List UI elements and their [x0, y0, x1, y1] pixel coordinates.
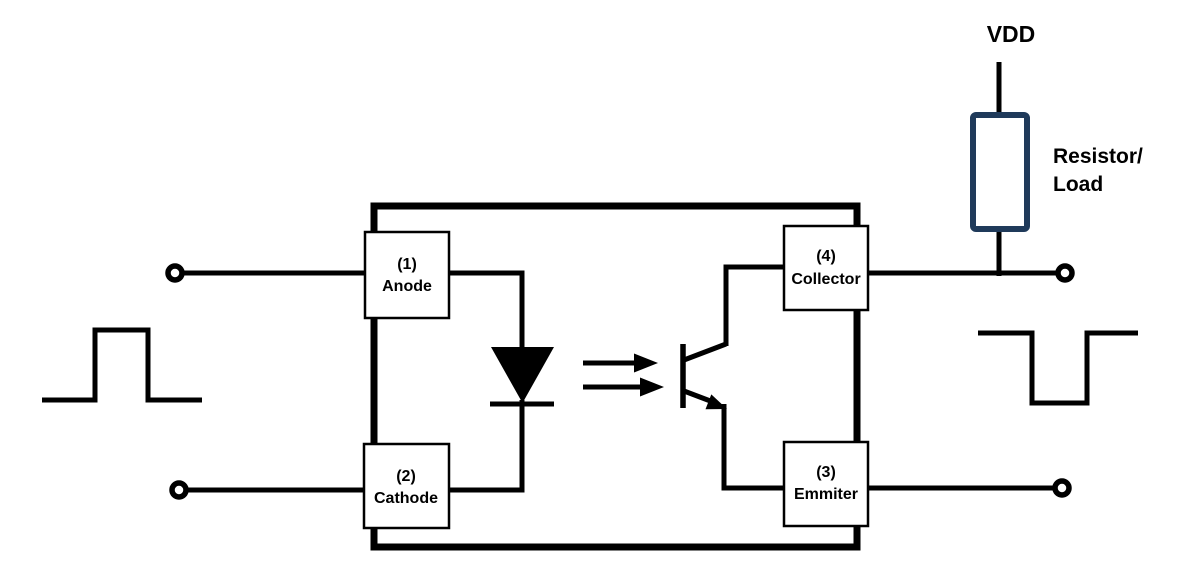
pin-box-anode — [363, 230, 451, 320]
resistor-label-line1: Resistor/ — [1053, 145, 1143, 168]
resistor-load-symbol — [970, 112, 1030, 232]
pin-collector-number: (4) — [816, 248, 836, 265]
phototransistor-emitter-diagonal — [683, 388, 714, 405]
led-to-cathode-wire — [449, 400, 525, 493]
pin-cathode-name: Cathode — [374, 490, 438, 507]
pin-collector-name: Collector — [791, 271, 860, 288]
led-diode-triangle — [491, 347, 554, 403]
light-arrow-top-head-icon — [634, 353, 658, 373]
pin-cathode-number: (2) — [396, 468, 416, 485]
phototransistor-emitter-lead — [721, 404, 788, 491]
cathode-input-terminal — [169, 480, 189, 500]
vdd-label: VDD — [987, 21, 1036, 47]
light-emission-arrows — [583, 353, 664, 397]
phototransistor-symbol — [680, 264, 788, 491]
collector-output-terminal — [1055, 263, 1075, 283]
resistor-label-line2: Load — [1053, 173, 1103, 196]
pin-emitter-number: (3) — [816, 464, 836, 481]
pin-box-cathode — [362, 442, 451, 530]
pin-box-emitter — [782, 440, 870, 528]
pin-box-collector — [782, 224, 870, 312]
pin-anode-name: Anode — [382, 278, 432, 295]
phototransistor-collector-diagonal — [683, 341, 727, 363]
emitter-output-terminal — [1052, 478, 1072, 498]
pin-emitter-name: Emmiter — [794, 486, 858, 503]
anode-input-terminal — [165, 263, 185, 283]
light-arrow-bottom-head-icon — [640, 377, 664, 397]
anode-to-led-wire — [449, 270, 525, 352]
input-pulse-waveform — [42, 327, 202, 403]
output-pulse-waveform — [978, 330, 1138, 406]
pin-anode-number: (1) — [397, 256, 417, 273]
optocoupler-package-outline — [370, 202, 861, 551]
phototransistor-collector-lead — [723, 264, 788, 346]
